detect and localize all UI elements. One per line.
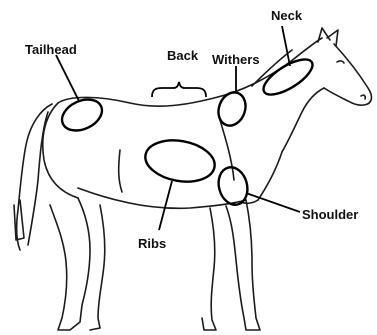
withers-label: Withers <box>212 52 260 67</box>
shoulder-label: Shoulder <box>302 207 358 222</box>
withers-ring <box>214 89 250 130</box>
back-label: Back <box>167 48 199 63</box>
tailhead-label: Tailhead <box>25 42 77 57</box>
back-bracket <box>152 82 206 97</box>
neck-leader <box>282 26 290 66</box>
neck-label: Neck <box>271 8 303 23</box>
horse-outline-icon <box>14 28 371 330</box>
tailhead-leader <box>56 55 79 101</box>
ribs-leader <box>159 181 172 230</box>
ribs-label: Ribs <box>138 236 166 251</box>
ribs-ring <box>142 135 218 187</box>
